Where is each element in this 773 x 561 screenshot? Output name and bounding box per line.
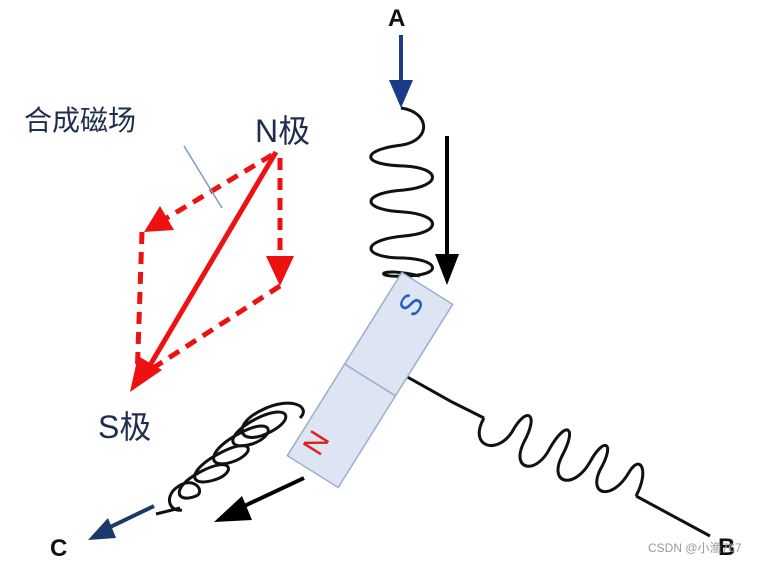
resultant-leader-line bbox=[183, 145, 223, 209]
vector-dashed-left-arrowhead bbox=[144, 206, 174, 232]
phase-c-field-shaft bbox=[239, 476, 305, 510]
watermark: CSDN @小渔767 bbox=[648, 541, 742, 555]
bar-magnet bbox=[286, 271, 454, 489]
phase-b-coil bbox=[477, 414, 645, 497]
terminal-b-label: B bbox=[718, 534, 735, 561]
phase-c-coil bbox=[167, 401, 305, 512]
resultant-field-label: 合成磁场 bbox=[24, 105, 136, 136]
terminal-c-label: C bbox=[50, 535, 67, 561]
phase-c-lead bbox=[155, 506, 181, 516]
resultant-vector-shaft bbox=[143, 150, 279, 374]
phase-b-tail bbox=[635, 494, 711, 538]
phase-c-current-arrowhead bbox=[88, 518, 116, 540]
resultant-vector-arrowhead bbox=[130, 356, 162, 392]
phase-a-coil bbox=[369, 106, 434, 278]
phase-c-field-arrowhead bbox=[214, 496, 252, 522]
vector-dashed-right-arrowhead bbox=[266, 256, 294, 286]
phase-b-lead bbox=[401, 372, 485, 420]
phase-a-current-arrowhead bbox=[389, 80, 413, 108]
magnet-n-half bbox=[286, 363, 397, 489]
terminal-a-label: A bbox=[388, 5, 405, 32]
north-pole-label: N极 bbox=[255, 113, 310, 149]
phase-a-field-arrowhead bbox=[435, 254, 459, 285]
vector-dashed-left-down bbox=[134, 231, 145, 381]
vector-dashed-bottom bbox=[148, 283, 282, 373]
south-pole-label: S极 bbox=[98, 409, 151, 445]
phase-c-current-shaft bbox=[103, 504, 155, 532]
vector-dashed-left bbox=[158, 152, 274, 225]
